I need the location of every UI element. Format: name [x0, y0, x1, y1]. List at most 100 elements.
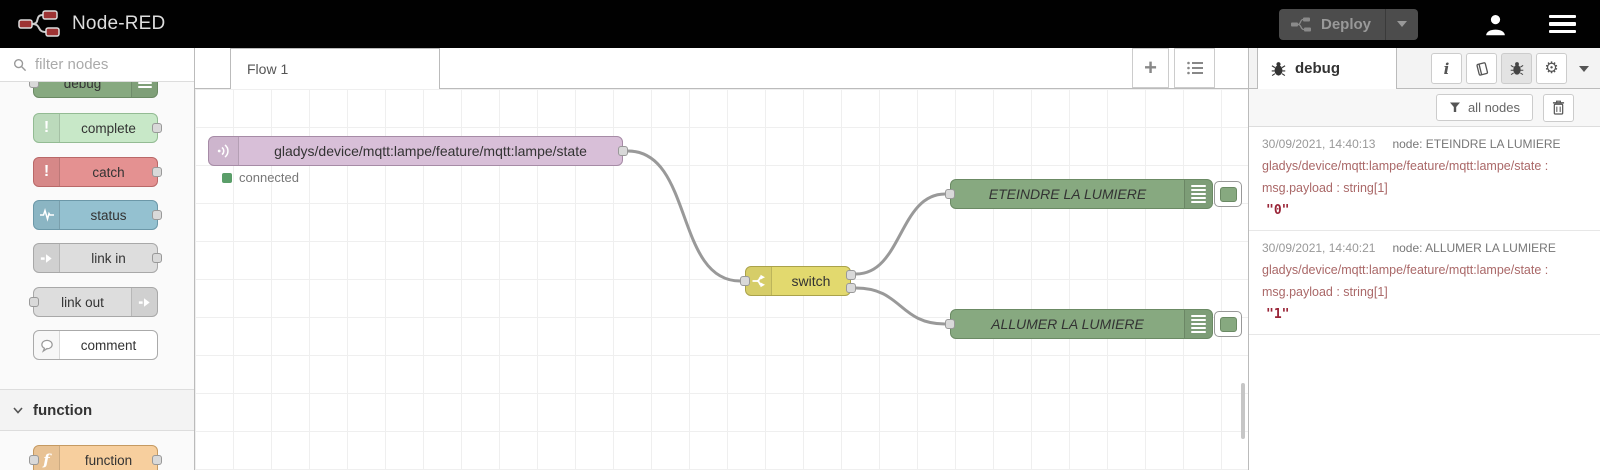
message-value[interactable]: "1"	[1266, 307, 1290, 322]
wifi-signal-icon	[209, 137, 239, 165]
message-topic: gladys/device/mqtt:lampe/feature/mqtt:la…	[1262, 263, 1549, 277]
output-port[interactable]	[152, 167, 162, 177]
debug-enable-toggle[interactable]	[1214, 181, 1242, 207]
message-timestamp: 30/09/2021, 14:40:21	[1262, 241, 1376, 255]
mqtt-in-node[interactable]: gladys/device/mqtt:lampe/feature/mqtt:la…	[208, 136, 628, 166]
sidebar-menu-button[interactable]	[1579, 65, 1589, 72]
palette-node-status[interactable]: status	[33, 200, 162, 230]
sidebar-header: debug i	[1249, 48, 1600, 89]
node-palette: debug ! complete ! catch	[0, 48, 195, 470]
message-property-path[interactable]: msg.payload : string[1]	[1262, 181, 1388, 195]
wire-switch-to-allumer[interactable]	[854, 286, 947, 326]
pulse-icon	[34, 201, 60, 229]
canvas-vertical-scrollbar[interactable]	[1241, 383, 1245, 439]
bug-icon	[1271, 61, 1286, 76]
toggle-indicator	[1219, 316, 1237, 332]
palette-node-debug[interactable]: debug	[29, 82, 158, 98]
clear-messages-button[interactable]	[1543, 93, 1574, 122]
sidebar-actions: i ⚙	[1431, 53, 1589, 84]
add-flow-button[interactable]: +	[1132, 48, 1169, 88]
switch-node[interactable]: switch	[740, 266, 856, 296]
debug-message: 30/09/2021, 14:40:21 node: ALLUMER LA LU…	[1249, 231, 1600, 335]
workspace: Flow 1 +	[195, 48, 1248, 470]
output-port[interactable]	[152, 123, 162, 133]
output-port[interactable]	[152, 253, 162, 263]
palette-node-function[interactable]: f function	[29, 445, 162, 470]
debug-node-allumer[interactable]: ALLUMER LA LUMIERE	[945, 309, 1213, 339]
main-menu-button[interactable]	[1549, 14, 1576, 34]
palette-category-function[interactable]: function	[0, 389, 194, 431]
speech-bubble-icon	[34, 331, 60, 359]
trash-icon	[1552, 100, 1565, 115]
justify-lines-icon	[1184, 180, 1212, 208]
palette-search[interactable]	[0, 48, 194, 82]
output-port-1[interactable]	[846, 270, 856, 280]
help-button[interactable]	[1466, 53, 1497, 84]
user-button[interactable]	[1484, 13, 1507, 36]
link-arrow-icon	[34, 244, 60, 272]
debug-node-label: ETEINDRE LA LUMIERE	[988, 186, 1147, 202]
link-arrow-icon	[131, 288, 157, 316]
input-port[interactable]	[29, 82, 39, 88]
debug-messages: 30/09/2021, 14:40:13 node: ETEINDRE LA L…	[1249, 127, 1600, 470]
mqtt-node-label: gladys/device/mqtt:lampe/feature/mqtt:la…	[274, 143, 587, 159]
message-node-name: node: ETEINDRE LA LUMIERE	[1392, 137, 1561, 151]
wire-mqtt-to-switch[interactable]	[626, 149, 742, 283]
status-dot-icon	[222, 172, 232, 183]
brand: Node-RED	[18, 9, 165, 39]
switch-node-label: switch	[791, 273, 831, 289]
debug-panel-button[interactable]	[1501, 53, 1532, 84]
palette-node-comment[interactable]: comment	[33, 330, 158, 360]
tab-flow-1[interactable]: Flow 1	[230, 48, 440, 89]
bug-icon	[1510, 62, 1523, 76]
palette-scroll-area[interactable]: debug ! complete ! catch	[0, 82, 194, 470]
palette-node-complete[interactable]: ! complete	[33, 113, 162, 143]
message-property-path[interactable]: msg.payload : string[1]	[1262, 285, 1388, 299]
status-text: connected	[239, 170, 299, 185]
plus-icon: +	[1144, 55, 1157, 80]
input-port[interactable]	[29, 455, 39, 465]
mqtt-node-status: connected	[222, 170, 299, 185]
chevron-down-icon	[13, 406, 23, 414]
exclamation-icon: !	[34, 114, 60, 142]
wire-switch-to-eteindre[interactable]	[854, 192, 947, 276]
app-title: Node-RED	[72, 13, 166, 34]
input-port[interactable]	[945, 319, 955, 329]
output-port[interactable]	[152, 210, 162, 220]
debug-message: 30/09/2021, 14:40:13 node: ETEINDRE LA L…	[1249, 127, 1600, 231]
filter-nodes-input[interactable]	[35, 56, 175, 73]
palette-node-link-out[interactable]: link out	[29, 287, 158, 317]
justify-lines-icon	[1184, 310, 1212, 338]
debug-toolbar: all nodes	[1249, 89, 1600, 127]
input-port[interactable]	[740, 276, 750, 286]
toggle-indicator	[1219, 186, 1237, 202]
palette-node-label: complete	[81, 120, 136, 136]
deploy-main[interactable]: Deploy	[1279, 9, 1385, 40]
output-port[interactable]	[618, 146, 628, 156]
message-meta: 30/09/2021, 14:40:13 node: ETEINDRE LA L…	[1262, 137, 1588, 151]
debug-node-eteindre[interactable]: ETEINDRE LA LUMIERE	[945, 179, 1213, 209]
output-port[interactable]	[152, 455, 162, 465]
debug-enable-toggle[interactable]	[1214, 311, 1242, 337]
input-port[interactable]	[945, 189, 955, 199]
category-label: function	[33, 401, 93, 419]
input-port[interactable]	[29, 297, 39, 307]
tab-debug[interactable]: debug	[1257, 48, 1397, 89]
palette-node-link-in[interactable]: link in	[33, 243, 162, 273]
message-value[interactable]: "0"	[1266, 203, 1290, 218]
palette-node-catch[interactable]: ! catch	[33, 157, 162, 187]
debug-tab-label: debug	[1295, 60, 1340, 77]
filter-label: all nodes	[1467, 100, 1520, 115]
chevron-down-icon	[1579, 65, 1589, 72]
settings-button[interactable]: ⚙	[1536, 53, 1567, 84]
output-port-2[interactable]	[846, 283, 856, 293]
deploy-button[interactable]: Deploy	[1278, 8, 1418, 40]
flow-canvas[interactable]: gladys/device/mqtt:lampe/feature/mqtt:la…	[195, 89, 1248, 470]
deploy-options-button[interactable]	[1385, 8, 1418, 40]
palette-node-label: link in	[91, 250, 126, 266]
flow-list-button[interactable]	[1174, 48, 1215, 88]
info-button[interactable]: i	[1431, 53, 1462, 84]
message-node-name: node: ALLUMER LA LUMIERE	[1392, 241, 1556, 255]
filter-all-nodes-button[interactable]: all nodes	[1435, 94, 1533, 121]
